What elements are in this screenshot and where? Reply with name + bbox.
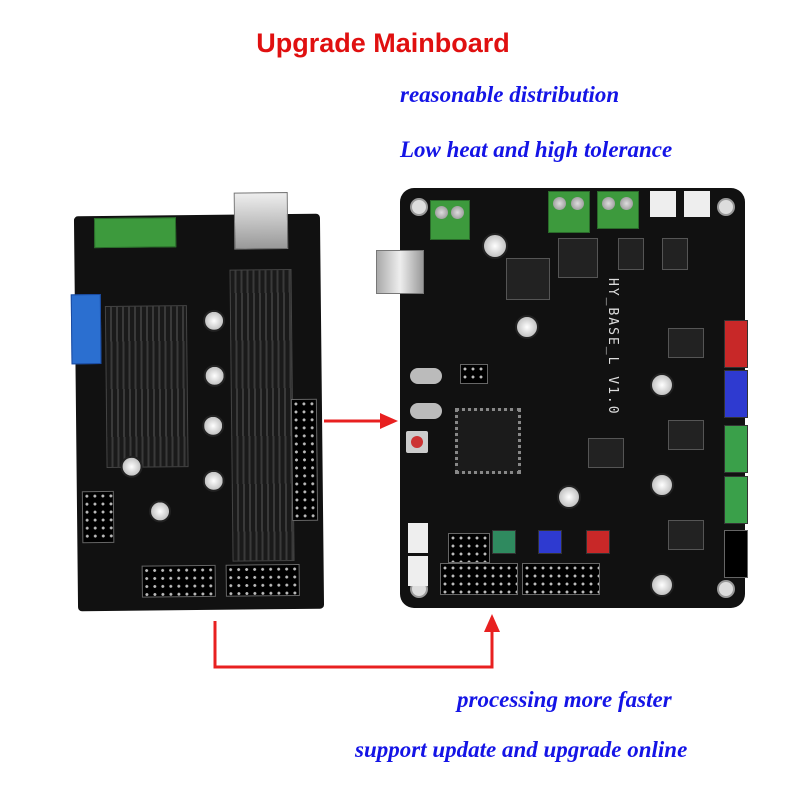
- fan-connector: [650, 191, 676, 217]
- motor-connector-e: [724, 425, 748, 473]
- feature-upgrade-online: support update and upgrade online: [355, 737, 688, 762]
- bed-terminal: [548, 191, 590, 233]
- feature-distribution: reasonable distribution: [400, 82, 620, 107]
- thermistor-connector: [408, 523, 428, 553]
- motor-connector-y: [724, 370, 748, 418]
- new-mainboard-image: HY_BASE_L V1.0: [376, 188, 748, 608]
- fan-connector: [684, 191, 710, 217]
- mount-hole: [717, 580, 735, 598]
- capacitor: [515, 315, 539, 339]
- power-terminal: [430, 200, 470, 240]
- icsp-header: [460, 364, 488, 384]
- stepper-driver-y: [668, 420, 704, 450]
- capacitor: [650, 573, 674, 597]
- motor-connector-x: [724, 320, 748, 368]
- exp1-header: [522, 563, 600, 595]
- mosfet: [662, 238, 688, 270]
- arrowhead-bottom: [484, 614, 500, 632]
- capacitor: [650, 473, 674, 497]
- endstop-y: [538, 530, 562, 554]
- motor-connector-z2: [724, 530, 748, 578]
- stepper-driver-x: [668, 328, 704, 358]
- usb-port: [376, 250, 424, 294]
- board-silkscreen: HY_BASE_L V1.0: [605, 278, 620, 416]
- motor-connector-z: [724, 476, 748, 524]
- exp2-header: [440, 563, 518, 595]
- mount-hole: [717, 198, 735, 216]
- arrowhead-top: [380, 413, 398, 429]
- thermistor-connector: [408, 556, 428, 586]
- mount-hole: [410, 198, 428, 216]
- hotend-terminal: [597, 191, 639, 229]
- reset-button: [406, 431, 428, 453]
- stepper-driver-z: [668, 520, 704, 550]
- voltage-regulator: [506, 258, 550, 300]
- mcu-chip: [455, 408, 521, 474]
- page-title: Upgrade Mainboard: [256, 28, 510, 58]
- servo-header: [448, 533, 490, 563]
- mosfet: [558, 238, 598, 278]
- feature-processing: processing more faster: [457, 687, 672, 712]
- endstop-z: [492, 530, 516, 554]
- capacitor: [482, 233, 508, 259]
- stepper-driver-e: [588, 438, 624, 468]
- capacitor: [650, 373, 674, 397]
- feature-heat-tolerance: Low heat and high tolerance: [400, 137, 673, 162]
- capacitor: [557, 485, 581, 509]
- crystal: [410, 368, 442, 384]
- mosfet: [618, 238, 644, 270]
- arrow-line-bottom: [213, 621, 494, 669]
- crystal: [410, 403, 442, 419]
- endstop-x: [586, 530, 610, 554]
